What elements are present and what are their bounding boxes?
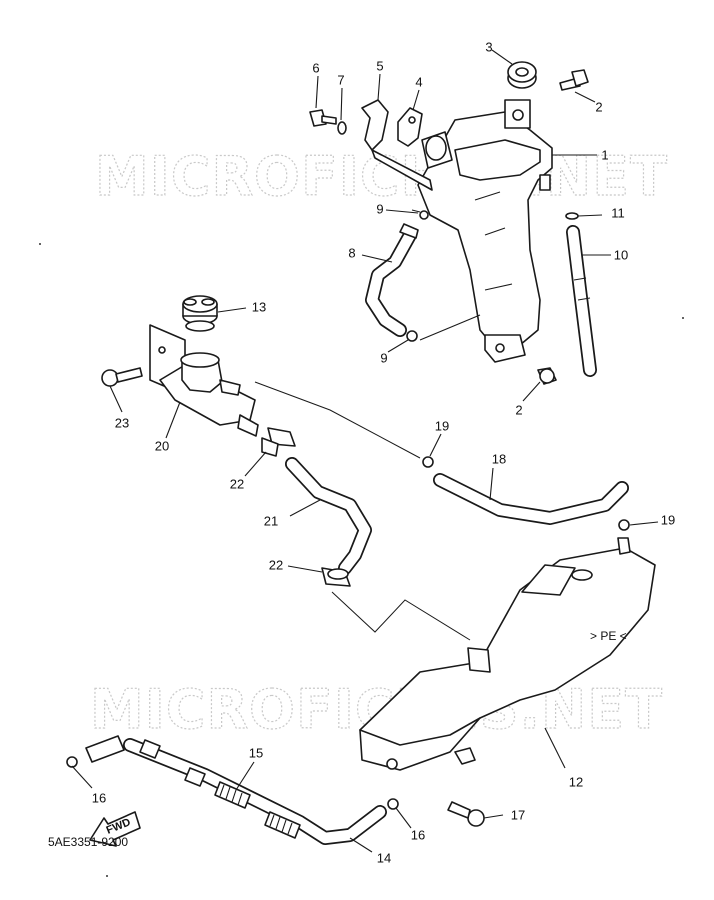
callout-9-top: 9 xyxy=(376,202,383,217)
callout-9-bottom: 9 xyxy=(380,351,387,366)
clamp-22-top xyxy=(261,427,296,457)
callout-22-bottom: 22 xyxy=(269,558,283,573)
callout-12: 12 xyxy=(569,775,583,790)
bolt-17 xyxy=(447,801,485,827)
bolt-23 xyxy=(101,367,143,387)
callout-17: 17 xyxy=(511,808,525,823)
bolt-2-top xyxy=(559,69,589,91)
protector-15 xyxy=(139,739,301,839)
callout-3: 3 xyxy=(485,40,492,55)
clamp-22-bottom xyxy=(321,567,351,587)
speck xyxy=(682,317,684,319)
callout-14: 14 xyxy=(377,851,391,866)
callout-23: 23 xyxy=(115,416,129,431)
screw-6 xyxy=(309,109,337,127)
catalog-code: 5AE3351-9200 xyxy=(48,835,129,849)
callout-numbers: 1 2 3 4 5 6 7 8 9 9 10 11 2 13 23 20 22 … xyxy=(92,40,675,866)
hose-21 xyxy=(285,457,372,575)
filler-neck-20 xyxy=(149,324,259,437)
bracket-5 xyxy=(361,99,433,191)
callout-2-bottom: 2 xyxy=(515,403,522,418)
connector-dashed-1 xyxy=(254,381,421,459)
callout-10: 10 xyxy=(614,248,628,263)
reservoir-tank xyxy=(417,99,553,363)
callout-19-left: 19 xyxy=(435,419,449,434)
clip-16-left xyxy=(66,756,78,768)
washer-7 xyxy=(337,121,347,135)
callout-4: 4 xyxy=(415,75,422,90)
hose-18 xyxy=(433,473,629,525)
callout-16-left: 16 xyxy=(92,791,106,806)
callout-7: 7 xyxy=(337,73,344,88)
callout-16-right: 16 xyxy=(411,828,425,843)
clip-9-top xyxy=(411,209,429,220)
callout-19-right: 19 xyxy=(661,513,675,528)
lower-tank-12: > PE < xyxy=(359,537,656,771)
hose-8 xyxy=(365,223,419,337)
callout-21: 21 xyxy=(264,514,278,529)
tank-marking: > PE < xyxy=(590,629,627,643)
hose-10 xyxy=(566,225,597,377)
clip-19-left xyxy=(422,456,434,468)
callout-11: 11 xyxy=(611,206,625,221)
bolt-2-bottom xyxy=(537,367,557,385)
callout-13: 13 xyxy=(252,300,266,315)
connector-dashed-2 xyxy=(331,591,471,641)
clip-19-right xyxy=(618,519,630,531)
callout-20: 20 xyxy=(155,439,169,454)
grommet-3 xyxy=(507,61,537,89)
callout-15: 15 xyxy=(249,746,263,761)
speck xyxy=(39,243,41,245)
callout-18: 18 xyxy=(492,452,506,467)
callout-8: 8 xyxy=(348,246,355,261)
clip-16-right xyxy=(387,798,399,810)
callout-5: 5 xyxy=(376,59,383,74)
clip-11 xyxy=(565,212,579,220)
filler-cap-13 xyxy=(182,295,218,332)
speck xyxy=(106,875,108,877)
clamp-4 xyxy=(397,107,423,147)
clip-9-bottom xyxy=(406,314,481,342)
callout-6: 6 xyxy=(312,61,319,76)
callout-22-top: 22 xyxy=(230,477,244,492)
leader-lines xyxy=(71,49,659,853)
callout-2-top: 2 xyxy=(595,100,602,115)
callout-1: 1 xyxy=(601,148,608,163)
